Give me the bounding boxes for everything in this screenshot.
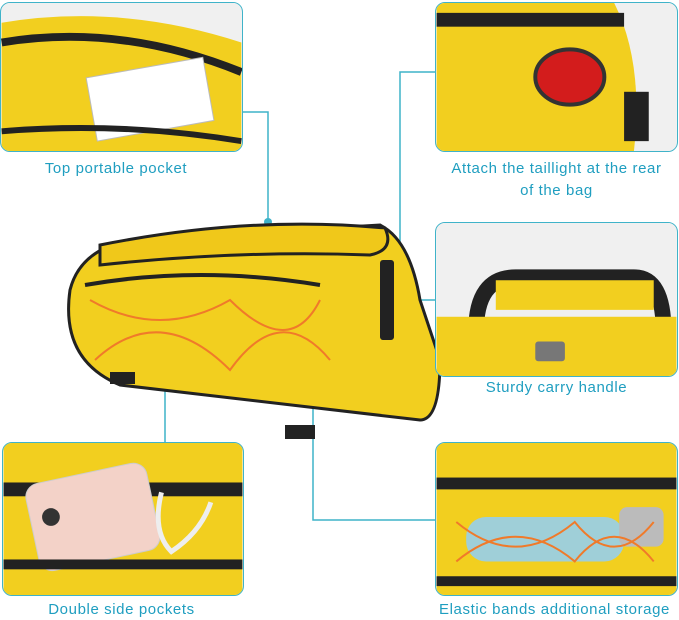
top-pocket-label: Top portable pocket <box>44 160 188 177</box>
side-pockets-image <box>3 443 243 595</box>
carry-handle-label: Sturdy carry handle <box>485 379 628 396</box>
elastic-bands-panel <box>435 442 678 596</box>
bag-body <box>67 222 442 439</box>
taillight-panel <box>435 2 678 152</box>
side-pockets-panel <box>2 442 244 596</box>
taillight-label-line1: Attach the taillight at the rear <box>451 160 662 177</box>
taillight-label-line2: of the bag <box>520 182 593 199</box>
side-pockets-label: Double side pockets <box>48 601 195 618</box>
top-pocket-image <box>1 3 242 151</box>
elastic-bands-label: Elastic bands additional storage <box>438 601 670 618</box>
top-pocket-panel <box>0 2 243 152</box>
carry-handle-image <box>436 223 677 376</box>
taillight-image <box>436 3 677 151</box>
carry-handle-panel <box>435 222 678 377</box>
elastic-bands-image <box>436 443 677 595</box>
